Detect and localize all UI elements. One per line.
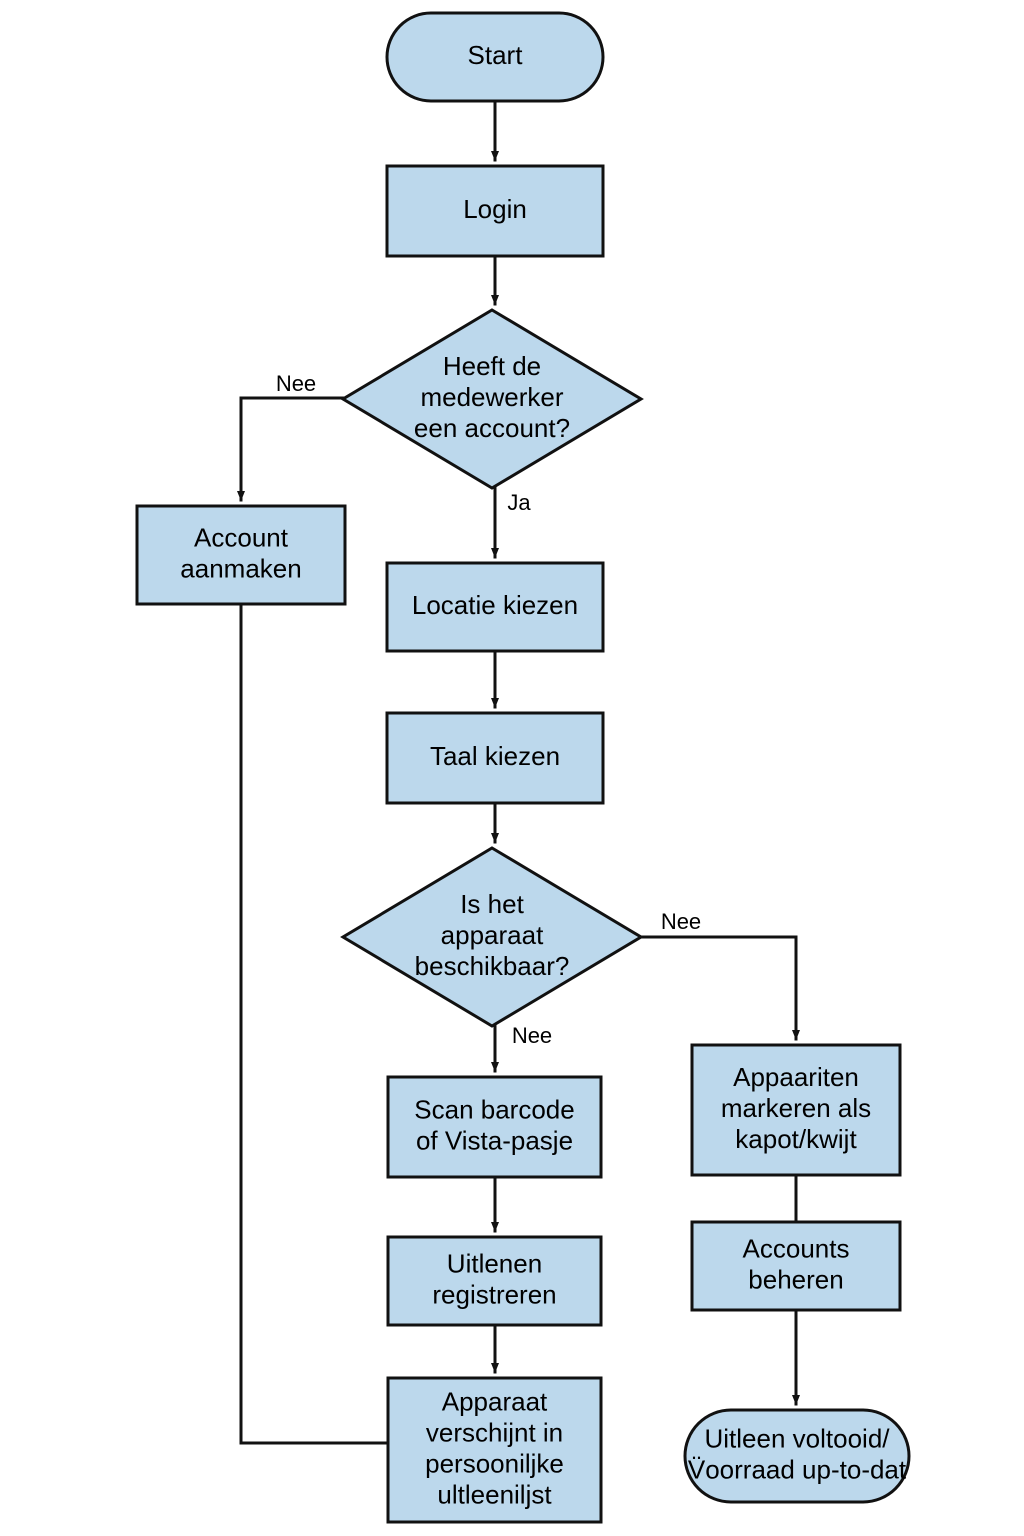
edge-path xyxy=(639,935,800,1041)
edge-label: Nee xyxy=(276,371,316,396)
terminator-rounded-rect[interactable] xyxy=(683,1408,911,1504)
node-label: Locatie kiezen xyxy=(412,590,578,620)
process-rect[interactable] xyxy=(690,1220,902,1312)
node-label: Login xyxy=(463,194,527,224)
process-rect[interactable] xyxy=(135,504,347,606)
edge-path xyxy=(239,602,390,1445)
edge-create-account-to-list xyxy=(239,602,390,1445)
process-rect[interactable] xyxy=(386,1376,603,1524)
decision-diamond[interactable] xyxy=(340,308,644,490)
edge-label: Nee xyxy=(512,1023,552,1048)
node-label: Taal kiezen xyxy=(430,741,560,771)
node-start[interactable]: Start xyxy=(385,11,605,103)
terminator-rounded-rect[interactable] xyxy=(385,11,605,103)
node-choose-location[interactable]: Locatie kiezen xyxy=(385,561,605,653)
edge-label: Ja xyxy=(507,490,531,515)
edge-path xyxy=(237,396,345,502)
edge-has-account-no: Nee xyxy=(237,371,345,502)
edge-available-no-down: Nee xyxy=(491,1023,552,1073)
edge-available-no-right: Nee xyxy=(639,909,800,1041)
process-rect[interactable] xyxy=(690,1043,902,1177)
node-label: Uitleen voltooid/V̈oorraad up-to-dat xyxy=(688,1423,907,1484)
process-rect[interactable] xyxy=(385,561,605,653)
process-rect[interactable] xyxy=(385,711,605,805)
decision-diamond[interactable] xyxy=(340,846,644,1028)
process-rect[interactable] xyxy=(386,1235,603,1327)
process-rect[interactable] xyxy=(385,164,605,258)
node-label: Start xyxy=(468,40,524,70)
edge-has-account-yes: Ja xyxy=(491,486,531,559)
edge-label: Nee xyxy=(661,909,701,934)
node-login[interactable]: Login xyxy=(385,164,605,258)
node-choose-language[interactable]: Taal kiezen xyxy=(385,711,605,805)
node-end[interactable]: Uitleen voltooid/V̈oorraad up-to-dat xyxy=(683,1408,911,1504)
process-rect[interactable] xyxy=(386,1075,603,1179)
